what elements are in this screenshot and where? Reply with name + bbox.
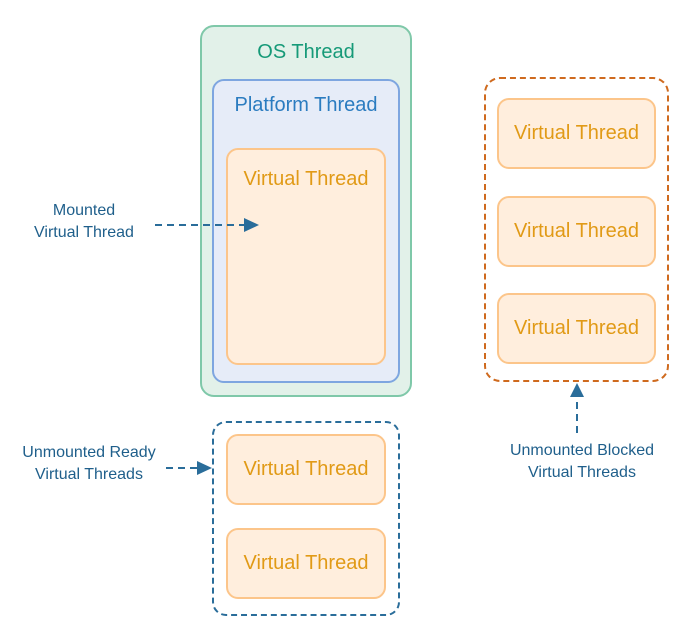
- unmounted-blocked-caption-line-1: Unmounted Blocked: [509, 442, 655, 459]
- ready-virtual-thread-2-label: Virtual Thread: [243, 552, 369, 574]
- blocked-virtual-thread-2-label: Virtual Thread: [514, 220, 639, 242]
- ready-virtual-thread-1-label: Virtual Thread: [243, 458, 369, 480]
- blocked-virtual-thread-3-label: Virtual Thread: [514, 317, 639, 339]
- unmounted-ready-arrow: [166, 461, 212, 475]
- blocked-virtual-thread-1: Virtual Thread: [497, 98, 656, 169]
- unmounted-blocked-arrow: [570, 383, 584, 433]
- unmounted-ready-caption-line-2: Virtual Threads: [35, 466, 143, 483]
- mounted-arrow: [155, 218, 259, 232]
- mounted-caption-line-2: Virtual Thread: [34, 224, 134, 241]
- ready-virtual-thread-1: Virtual Thread: [226, 434, 386, 505]
- mounted-virtual-thread-title: Virtual Thread: [243, 168, 369, 190]
- blocked-virtual-thread-1-label: Virtual Thread: [514, 122, 639, 144]
- mounted-virtual-thread-box: Virtual Thread: [226, 148, 386, 365]
- platform-thread-title: Platform Thread: [234, 94, 378, 116]
- unmounted-blocked-group: [484, 77, 669, 382]
- unmounted-ready-caption-line-1: Unmounted Ready: [22, 444, 156, 461]
- mounted-caption-line-1: Mounted: [52, 202, 116, 219]
- blocked-virtual-thread-3: Virtual Thread: [497, 293, 656, 364]
- blocked-virtual-thread-2: Virtual Thread: [497, 196, 656, 267]
- os-thread-title: OS Thread: [257, 41, 355, 63]
- mounted-caption: Mounted Virtual Thread: [14, 200, 154, 244]
- unmounted-ready-caption: Unmounted Ready Virtual Threads: [4, 442, 174, 486]
- ready-virtual-thread-2: Virtual Thread: [226, 528, 386, 599]
- unmounted-ready-group: [212, 421, 400, 616]
- unmounted-blocked-caption: Unmounted Blocked Virtual Threads: [487, 440, 677, 484]
- unmounted-blocked-caption-line-2: Virtual Threads: [528, 464, 636, 481]
